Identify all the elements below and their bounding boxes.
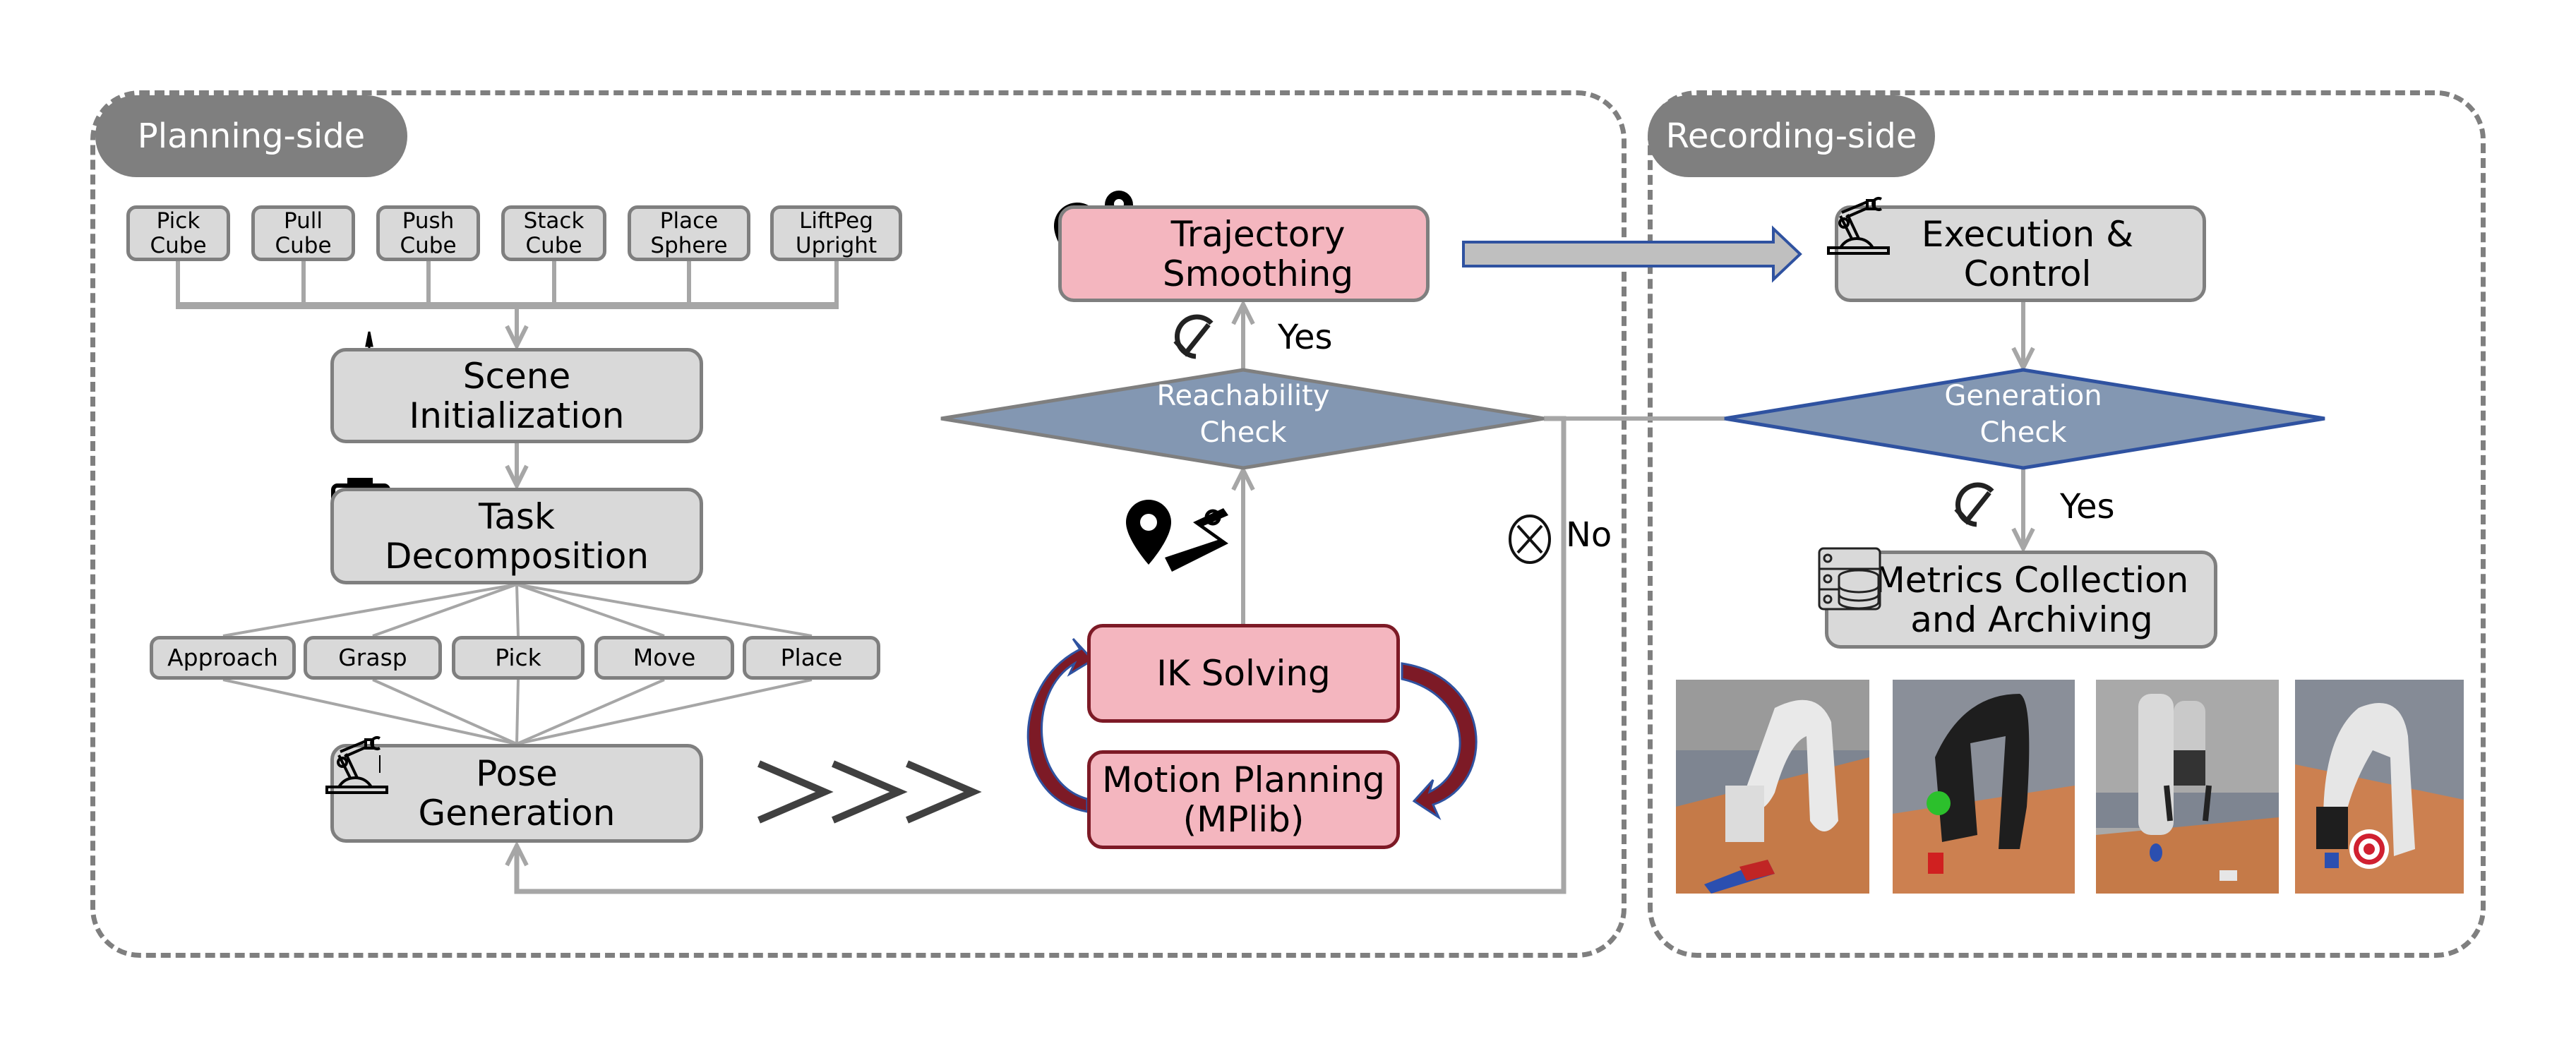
fan-line: [222, 583, 517, 637]
arrowhead: [505, 464, 529, 491]
reachability-check-label: Reachability Check: [1156, 380, 1330, 449]
subtask-approach: Approach: [150, 636, 296, 680]
arrowhead: [1231, 299, 1255, 325]
scene-initialization-box: Scene Initialization: [330, 348, 703, 443]
fan-line: [222, 678, 517, 745]
arrowhead: [505, 325, 529, 351]
yes-label-generation: Yes: [2060, 487, 2115, 527]
arrowhead: [2011, 527, 2035, 553]
handoff-arrow: [1462, 225, 1802, 283]
robot-arm-icon: [1827, 197, 1890, 255]
task-push-cube: Push Cube: [376, 205, 480, 261]
loop-arrow-left-icon: [1026, 637, 1095, 813]
thumbnail-place-sphere-scene: [1893, 680, 2075, 894]
robot-arm-icon: [325, 736, 388, 794]
route-pin-icon: [1126, 500, 1228, 572]
pose-generation-box: Pose Generation: [330, 744, 703, 843]
task-place-sphere: Place Sphere: [628, 205, 750, 261]
database-server-icon: [1818, 547, 1881, 611]
metrics-collection-box: Metrics Collection and Archiving: [1825, 551, 2217, 649]
thumbnail-target-place-scene: [2295, 680, 2464, 894]
x-circle-icon: [1509, 515, 1551, 564]
fan-line: [516, 678, 813, 745]
reachability-check-diamond: [940, 368, 1545, 470]
thumbnail-pull-cube-scene: [1676, 680, 1869, 894]
check-circle-icon: [1173, 314, 1214, 359]
generation-check-label: Generation Check: [1944, 380, 2102, 449]
ik-solving-box: IK Solving: [1087, 624, 1400, 723]
arrowhead: [505, 841, 529, 867]
subtask-place: Place: [743, 636, 880, 680]
fan-line: [372, 583, 517, 637]
no-label: No: [1566, 515, 1612, 555]
fan-line: [515, 679, 520, 745]
subtask-pick: Pick: [452, 636, 585, 680]
yes-label-reachability: Yes: [1278, 318, 1333, 357]
task-stack-cube: Stack Cube: [501, 205, 606, 261]
chevrons-icon: [757, 760, 982, 824]
planning-side-panel: [90, 90, 1627, 958]
task-decomposition-box: Task Decomposition: [330, 488, 703, 584]
thumbnail-push-cube-scene: [2096, 680, 2279, 894]
motion-planning-box: Motion Planning (MPlib): [1087, 750, 1400, 849]
task-pick-cube: Pick Cube: [126, 205, 230, 261]
fan-line: [515, 584, 520, 637]
subtask-move: Move: [594, 636, 734, 680]
subtask-grasp: Grasp: [304, 636, 442, 680]
arrowhead: [1231, 465, 1255, 491]
task-liftpeg-upright: LiftPeg Upright: [770, 205, 902, 261]
check-circle-icon: [1954, 482, 1994, 527]
execution-control-box: Execution & Control: [1835, 205, 2206, 302]
fan-line: [516, 583, 813, 637]
task-pull-cube: Pull Cube: [251, 205, 355, 261]
arrowhead: [2011, 347, 2035, 373]
loop-arrow-right-icon: [1401, 662, 1478, 821]
planning-side-title: Planning-side: [95, 95, 407, 177]
recording-side-title: Recording-side: [1648, 95, 1935, 177]
trajectory-smoothing-box: Trajectory Smoothing: [1058, 205, 1430, 302]
fan-line: [372, 678, 517, 745]
fan-line: [516, 678, 665, 745]
generation-check-diamond: [1724, 368, 2325, 470]
fan-line: [516, 583, 665, 637]
recording-side-panel: [1648, 90, 2486, 958]
